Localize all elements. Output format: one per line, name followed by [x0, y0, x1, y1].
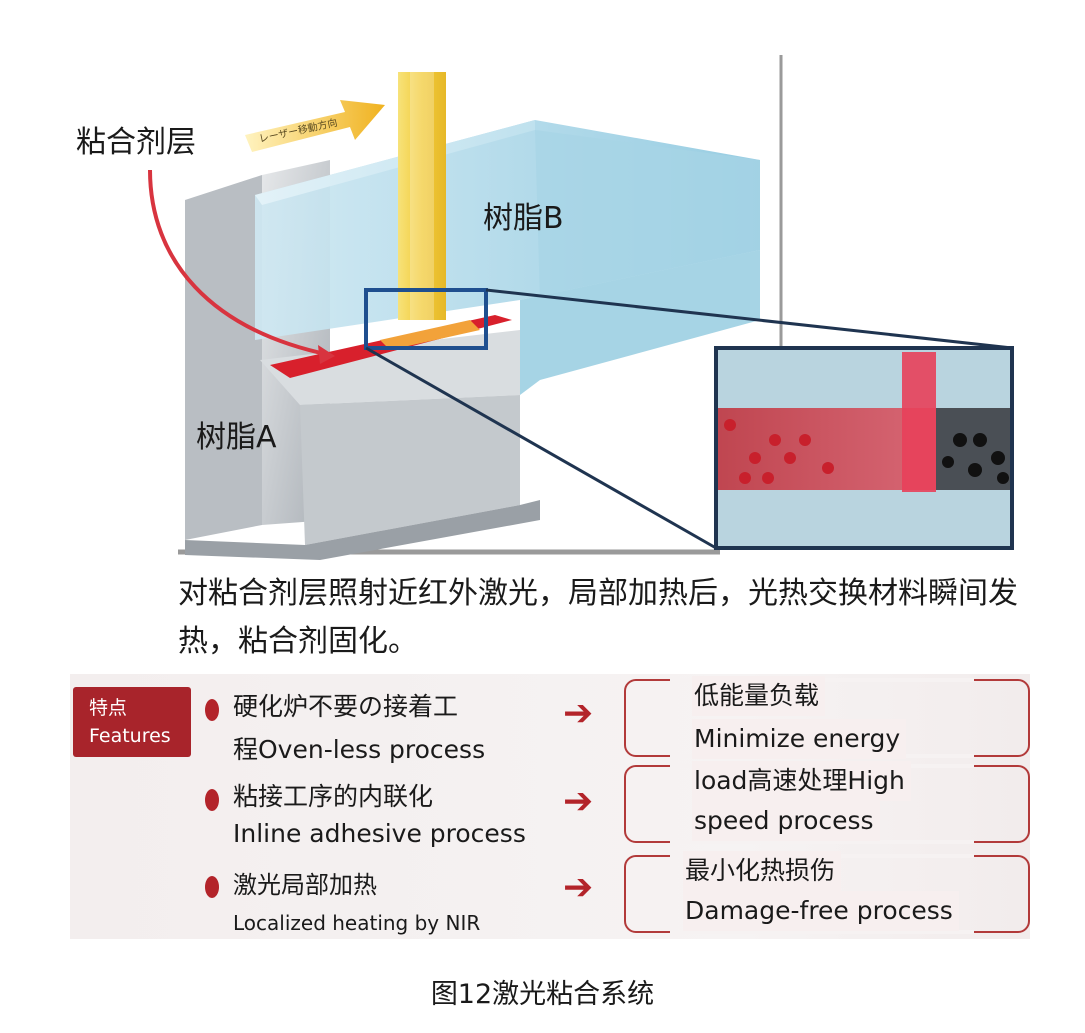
bullet-dot [205, 699, 219, 721]
laser-direction-arrow [245, 100, 385, 152]
benefit-line1: 最小化热损伤 [683, 851, 842, 891]
laser-bonding-diagram [148, 55, 1014, 560]
resin-b-block [255, 120, 760, 395]
zoom-inset [714, 346, 1014, 550]
bullet-dot [205, 876, 219, 898]
resin-b-label: 树脂B [483, 201, 564, 236]
features-tag-en: Features [89, 725, 171, 747]
adhesive-pointer-arrow [148, 169, 331, 357]
figure-caption: 对粘合剂层照射近红外激光，局部加热后，光热交换材料瞬间发热，粘合剂固化。 [178, 576, 1018, 659]
benefit-line2: Minimize energy [692, 719, 907, 759]
bullet-dot [205, 789, 219, 811]
feature-left-line1: 粘接工序的内联化 [233, 782, 434, 811]
benefit-line1: 低能量负载 [692, 676, 826, 716]
figure-title: 图12激光粘合系统 [430, 979, 655, 1010]
benefit-line1: load高速处理High [692, 761, 911, 801]
features-tag: 特点 Features [73, 687, 191, 757]
arrow-right-icon: ➔ [563, 693, 594, 734]
adhesive-layer-label: 粘合剂层 [76, 125, 196, 160]
laser-beam [398, 72, 446, 320]
feature-left-line2: Inline adhesive process [233, 819, 526, 848]
feature-left-line2: Localized heating by NIR [233, 911, 481, 935]
benefit-line2: Damage-free process [683, 891, 959, 931]
arrow-right-icon: ➔ [563, 781, 594, 822]
focus-box [364, 288, 488, 350]
features-tag-zh: 特点 [89, 697, 128, 719]
feature-left-line1: 硬化炉不要の接着工 [233, 692, 459, 721]
arrow-right-icon: ➔ [563, 867, 594, 908]
feature-left-line1: 激光局部加热 [233, 871, 377, 899]
resin-a-label: 树脂A [196, 420, 277, 455]
benefit-line2: speed process [692, 801, 880, 841]
feature-left-line2: 程Oven-less process [233, 735, 486, 764]
